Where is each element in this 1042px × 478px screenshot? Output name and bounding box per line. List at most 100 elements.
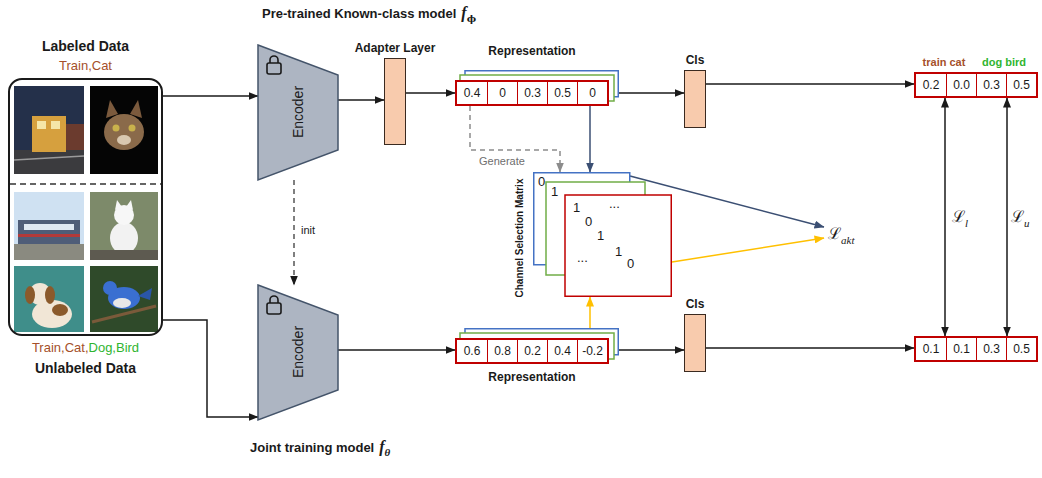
classifier-head: Cls [684, 70, 706, 128]
vector-value: 0.6 [464, 344, 481, 358]
lock-icon [267, 303, 281, 314]
photo-ground [14, 244, 84, 260]
encoder-trapezoid [258, 285, 338, 420]
vector-value: 0.3 [983, 342, 1000, 356]
output-scores: 0.20.00.30.5train catdog bird [914, 72, 1038, 98]
photo-puppy-ear [25, 286, 35, 304]
channel-selection-matrix: Channel Selection Matrix011...01...10 [533, 172, 672, 297]
vector-row: 0.4 0 0.3 0.5 0 [455, 80, 609, 106]
loss-label-part: l [965, 217, 968, 229]
photo-cat-eye [113, 125, 120, 132]
encoder-trapezoid [258, 45, 338, 180]
lock-icon [270, 296, 278, 303]
vector-value: 0 [589, 86, 596, 100]
photo-cat-eye [129, 125, 136, 132]
class-list: Dog,Bird [89, 340, 140, 355]
vector-value: 0.5 [554, 86, 571, 100]
layer-label: Cls [686, 53, 705, 67]
photo-bird-belly [113, 298, 131, 308]
vector-cell: 0.3 [976, 74, 1006, 96]
photo-train-body [18, 220, 80, 244]
vector-value: 0.0 [953, 78, 970, 92]
connector [706, 83, 914, 85]
photo-puppy [14, 266, 84, 332]
output-scores: 0.10.10.30.5 [914, 336, 1038, 362]
vector-cell: -0.2 [577, 340, 607, 362]
vector-cell: 0.3 [517, 82, 547, 104]
photo-kitten-body [110, 222, 138, 254]
representation-vector: 0.60.80.20.4-0.2Representation [455, 328, 619, 364]
loss-leader-line [672, 238, 824, 262]
photo-bird-head [103, 281, 117, 295]
model-title-part: θ [385, 446, 391, 458]
encoder-block: Encoder [258, 285, 338, 420]
photo-kitten-ear [126, 200, 133, 210]
model-title-part: Pre-trained Known-class model [262, 6, 456, 21]
photo-ground [14, 150, 84, 174]
photo-cat [90, 86, 158, 174]
photo-train [14, 192, 84, 260]
class-header: dog bird [982, 56, 1026, 68]
matrix-value: 0 [538, 174, 545, 189]
vector-cell: 0.1 [946, 338, 976, 360]
connector [589, 297, 591, 328]
matrix-value: ... [577, 250, 588, 265]
encoder-label: Encoder [290, 326, 306, 378]
class-list: Train,Cat, [32, 340, 89, 355]
model-title: Joint training modelfθ [250, 438, 390, 458]
vector-value: 0.4 [464, 86, 481, 100]
loss-label-part: akt [841, 234, 854, 246]
connector [1006, 98, 1008, 336]
photo-train-stripe [18, 234, 80, 237]
vector-cell: 0 [577, 82, 607, 104]
vector-row: 0.60.80.20.4-0.2 [455, 338, 609, 364]
vector-value: 0.1 [923, 342, 940, 356]
vector-row: 0.10.10.30.5 [914, 336, 1038, 362]
matrix-value: 1 [615, 244, 622, 259]
matrix-value: 1 [551, 184, 558, 199]
model-title: Pre-trained Known-class modelfϕ [262, 4, 476, 24]
loss-label-part: u [1024, 217, 1030, 229]
loss-label-part: ℒ [1011, 207, 1024, 226]
adapter-layer: Adapter Layer [384, 58, 406, 145]
edge-label: Generate [478, 155, 526, 167]
encoder-block: Encoder [258, 45, 338, 180]
photo-cat-ear [106, 100, 118, 118]
vector-value: -0.2 [582, 344, 603, 358]
vector-cell: 0.1 [916, 338, 946, 360]
lock-icon [270, 56, 278, 63]
connector [163, 95, 258, 97]
vector-title: Representation [488, 44, 575, 58]
photo-cat-ear [130, 100, 142, 118]
vector-cell: 0.4 [457, 82, 487, 104]
photo-train-night [14, 86, 84, 174]
vector-cell: 0.5 [547, 82, 577, 104]
photo-ground [90, 250, 158, 260]
vector-title: Representation [488, 370, 575, 384]
photo-locomotive [32, 116, 66, 152]
vector-value: 0 [499, 86, 506, 100]
dashed-separator [10, 183, 161, 185]
photo-puppy-ear [45, 286, 55, 304]
connector [619, 92, 684, 94]
representation-vector: 0.400.30.50Representation [455, 70, 619, 106]
layer-label: Adapter Layer [355, 41, 436, 55]
vector-value: 0.2 [923, 78, 940, 92]
encoder-label: Encoder [290, 86, 306, 138]
connector [706, 347, 914, 349]
vector-cell: 0.3 [976, 338, 1006, 360]
model-title-part: ϕ [467, 13, 476, 24]
vector-cell: 0.6 [457, 340, 487, 362]
matrix-value: ... [609, 196, 620, 211]
connector [338, 99, 384, 101]
photo-window [24, 224, 74, 230]
group-title: Unlabeled Data [35, 360, 136, 376]
loss-label: ℒl [952, 205, 968, 229]
photo-car [66, 124, 84, 150]
vector-value: 0.5 [1013, 78, 1030, 92]
matrix-value: 1 [597, 228, 604, 243]
vector-cell: 0.0 [946, 74, 976, 96]
vector-cell: 0 [487, 82, 517, 104]
photo-cat-face [104, 114, 144, 150]
